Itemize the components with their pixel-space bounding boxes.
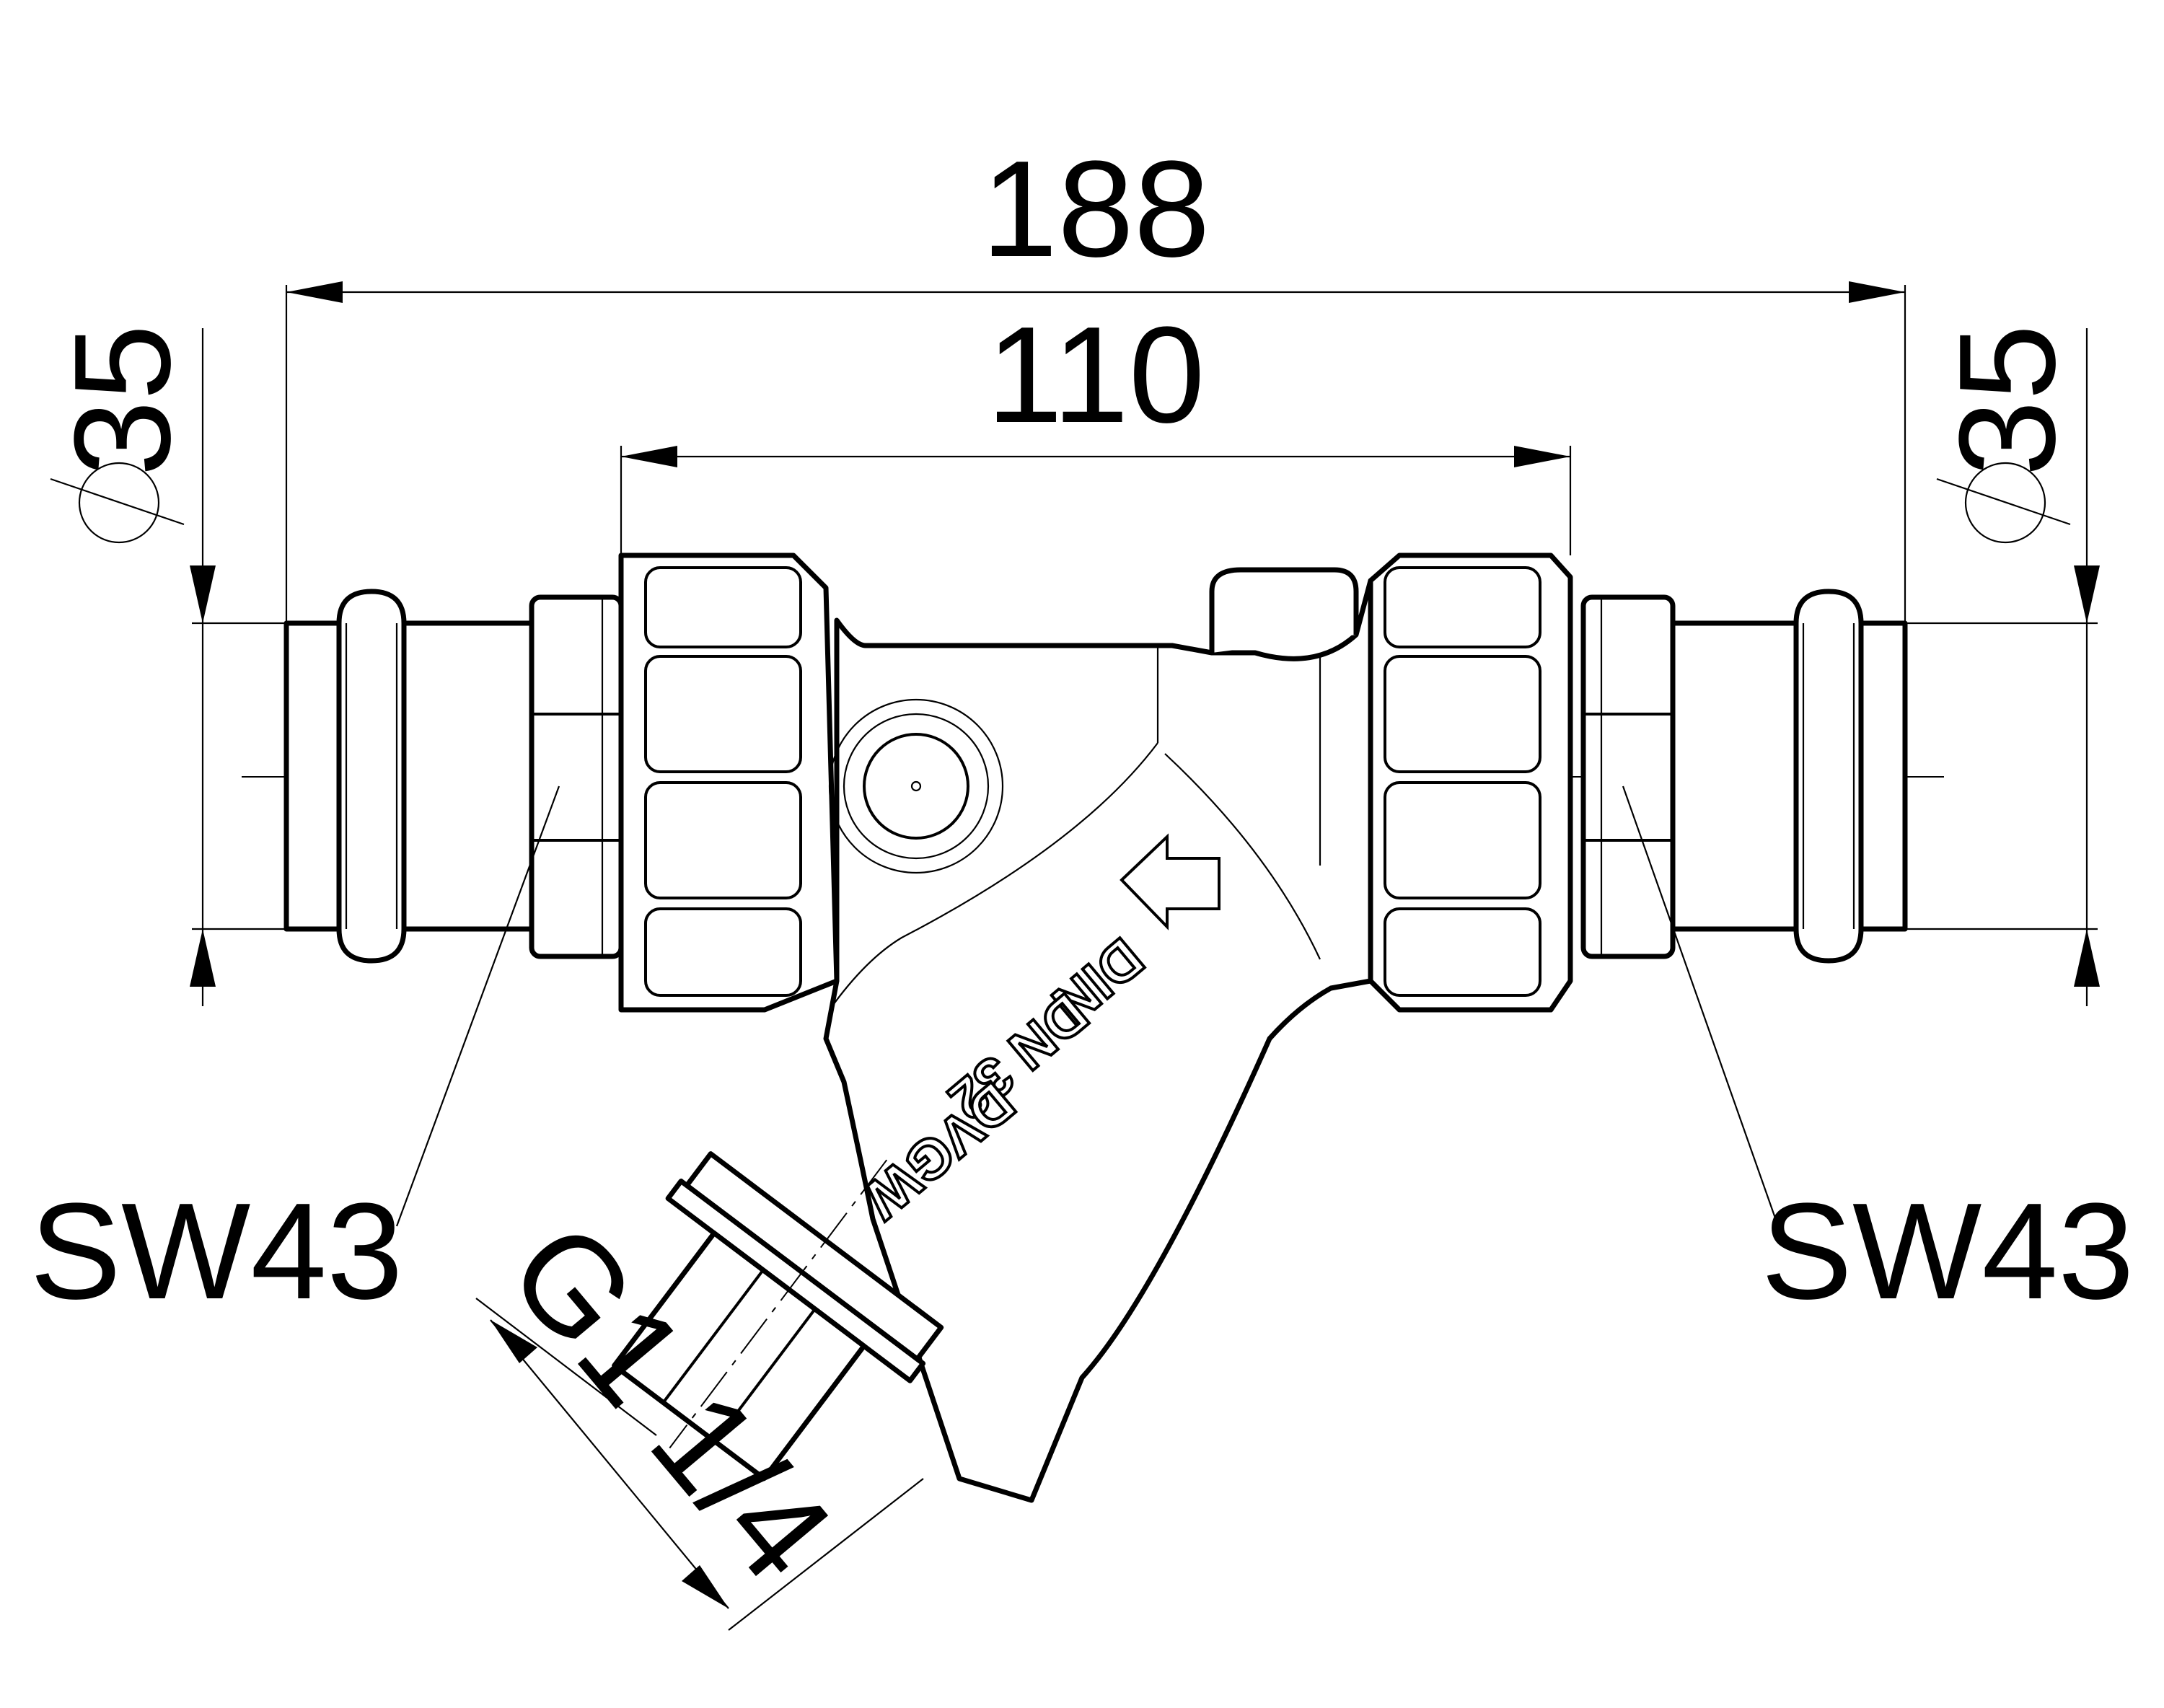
- rib-right-1: [1384, 566, 1541, 648]
- dimension-label-diameter-right: 35: [1931, 324, 2084, 476]
- arrow-left-110: [621, 446, 677, 467]
- dimension-diameter-right: 35: [1905, 324, 2100, 1006]
- rib-right-4: [1384, 907, 1541, 997]
- diameter-symbol-right-icon: [1964, 462, 2046, 544]
- callout-sw43-left: SW43: [30, 785, 560, 1328]
- hex-nut-left: [529, 594, 624, 959]
- dimension-overall-length: 188: [285, 133, 1906, 628]
- pipe-end-left: [283, 620, 535, 932]
- union-nut-right: [1368, 553, 1573, 1013]
- callout-label-sw43-right: SW43: [1761, 1175, 2134, 1328]
- leader-line-right: [1622, 785, 1780, 1227]
- arrow-up-left-diameter: [190, 929, 216, 987]
- strainer-cap: [612, 1151, 944, 1482]
- arrow-left-188: [286, 281, 343, 303]
- arrow-right-110: [1514, 446, 1570, 467]
- rib-right-2: [1384, 655, 1541, 773]
- arrow-down-left-diameter: [190, 565, 216, 623]
- rib-left-3: [644, 781, 802, 899]
- plug-inner-ring: [843, 713, 990, 860]
- cap-hex-edge-1: [661, 1269, 765, 1404]
- diameter-symbol-left-icon: [78, 462, 160, 544]
- dimension-body-length: 110: [620, 299, 1572, 555]
- arrow-down-right-diameter: [2074, 565, 2100, 623]
- drain-plug: [828, 698, 1004, 874]
- thread-extension-1: [475, 1298, 657, 1436]
- press-bead-right: [1793, 589, 1864, 964]
- callout-label-sw43-left: SW43: [30, 1175, 403, 1328]
- thread-dimension-line: [490, 1319, 729, 1609]
- rib-left-1: [644, 566, 802, 648]
- arrow-thread-2: [682, 1565, 729, 1608]
- callout-sw43-right: SW43: [1622, 785, 2134, 1328]
- rib-left-2: [644, 655, 802, 773]
- arrow-up-right-diameter: [2074, 929, 2100, 987]
- cap-centerline: [669, 1159, 888, 1449]
- diameter-symbol-left-slash: [50, 477, 185, 526]
- thread-extension-2: [728, 1478, 924, 1631]
- hex-nut-body-left: [529, 594, 624, 959]
- plug-cap: [863, 733, 969, 840]
- dimension-label-110: 110: [987, 299, 1205, 452]
- rib-right-3: [1384, 781, 1541, 899]
- hex-nut-body-right: [1580, 594, 1676, 959]
- body-contour-upper: [829, 742, 1158, 1011]
- top-boss: [1209, 567, 1359, 653]
- arrow-right-188: [1849, 281, 1905, 303]
- dimension-label-diameter-left: 35: [46, 324, 199, 476]
- cap-hex-edge-2: [713, 1308, 817, 1443]
- press-fitting-left: [283, 589, 535, 964]
- rib-left-4: [644, 907, 802, 997]
- hex-nut-right: [1580, 594, 1676, 959]
- flow-direction-arrow-icon: [1120, 833, 1220, 930]
- union-nut-left: [618, 553, 840, 1013]
- diameter-symbol-right-slash: [1936, 477, 2071, 526]
- press-fitting-right: [1670, 589, 1908, 964]
- plug-outer-ring: [828, 698, 1004, 874]
- body-contour-right: [1164, 753, 1321, 960]
- dimension-diameter-left: 35: [46, 324, 286, 1006]
- plug-center-dot: [910, 780, 922, 792]
- dimension-label-188: 188: [981, 133, 1210, 286]
- leader-line-left: [395, 785, 560, 1227]
- arrow-thread-1: [491, 1320, 537, 1363]
- pipe-end-right: [1670, 620, 1908, 932]
- press-bead-left: [336, 589, 407, 964]
